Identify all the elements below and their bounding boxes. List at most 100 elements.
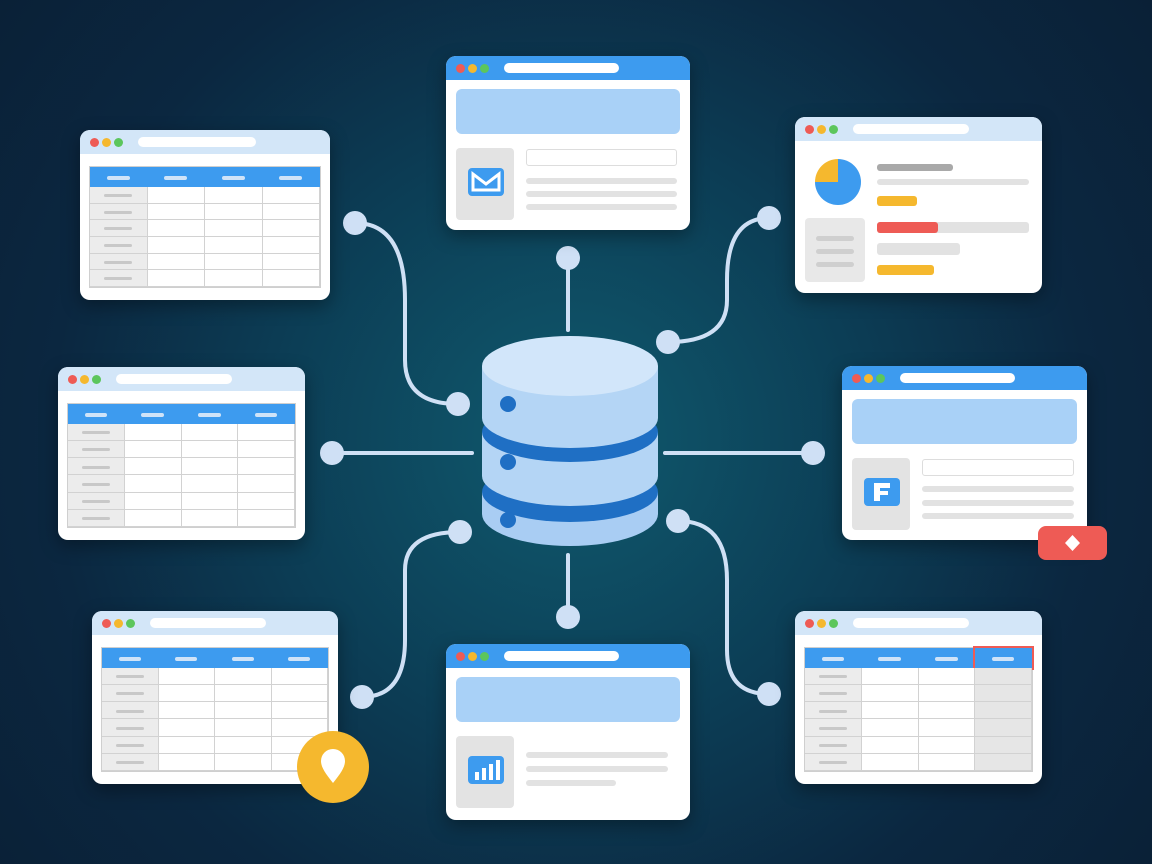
table-header-cell [861,648,919,668]
table-cell [805,685,862,703]
table-cell [805,702,862,720]
bar-chart-icon [468,756,504,784]
mail-icon [468,168,504,196]
table-cell [205,236,263,254]
table-cell [147,203,205,221]
form-app-icon [864,478,900,506]
table-cell [158,668,215,686]
text-line [922,513,1074,519]
connector-node [350,685,374,709]
table-cell [215,753,272,771]
table-cell [918,736,976,754]
table-cell [147,236,205,254]
window-control-dot [90,138,99,147]
window-control-dot [80,375,89,384]
table-cell [158,736,215,754]
table-window-mid-left [58,367,305,540]
table-cell [861,702,919,720]
progress-fill [877,222,938,233]
text-line [816,262,854,267]
table-cell [262,236,320,254]
table-cell [215,702,272,720]
text-line [526,752,668,758]
table-cell [861,685,919,703]
connector-node [801,441,825,465]
text-line [816,236,854,241]
location-pin-badge [297,731,369,803]
table-window-top-left [80,130,330,300]
table-cell [215,668,272,686]
table-cell [238,458,295,476]
table-cell [68,424,125,442]
window-control-dot [68,375,77,384]
data-table [101,647,329,772]
text-line [877,243,960,255]
window-control-dot [126,619,135,628]
input-field [526,149,677,166]
connector-node [556,605,580,629]
input-field [922,459,1074,476]
table-cell [124,492,182,510]
table-cell [271,668,328,686]
table-cell [918,719,976,737]
table-cell [271,685,328,703]
window-control-dot [92,375,101,384]
pie-chart-icon [815,159,861,205]
table-cell [90,253,148,271]
table-cell [147,270,205,287]
table-cell [158,719,215,737]
table-cell [102,753,159,771]
table-cell [805,719,862,737]
table-cell [124,441,182,459]
table-cell [205,270,263,287]
address-bar [853,124,970,134]
table-cell [861,719,919,737]
table-cell [215,685,272,703]
window-control-dot [456,652,465,661]
connector-top-right [666,216,771,344]
diamond-badge [1038,526,1107,560]
table-header-cell [124,404,182,424]
status-bar-yellow [877,196,917,206]
icon-panel [456,148,514,220]
table-cell [861,753,919,771]
connector-node [448,520,472,544]
address-bar [504,651,619,661]
icon-panel [456,736,514,808]
table-cell [975,736,1032,754]
table-cell [238,509,295,527]
table-cell [68,475,125,493]
connector-node [757,206,781,230]
table-cell [90,203,148,221]
text-line [526,766,668,772]
window-control-dot [829,125,838,134]
heading-line [877,164,953,171]
table-cell [918,702,976,720]
table-cell [90,236,148,254]
table-cell [918,668,976,686]
table-header-cell [158,648,215,668]
table-cell [205,187,263,204]
table-cell [68,458,125,476]
location-pin-icon [321,749,345,783]
title-bar [795,117,1042,141]
table-cell [271,702,328,720]
table-cell [205,220,263,237]
table-cell [181,475,239,493]
table-cell [975,685,1032,703]
banner [852,399,1077,444]
window-control-dot [852,374,861,383]
table-header-cell [215,648,272,668]
dashboard-window [795,117,1042,293]
banner [456,89,680,134]
table-cell [262,187,320,204]
data-table [804,646,1034,772]
table-cell [861,668,919,686]
table-header-cell [262,167,320,187]
table-cell [181,441,239,459]
progress-bar [877,222,1029,233]
table-header-cell [973,646,1034,670]
table-cell [181,509,239,527]
table-cell [238,441,295,459]
